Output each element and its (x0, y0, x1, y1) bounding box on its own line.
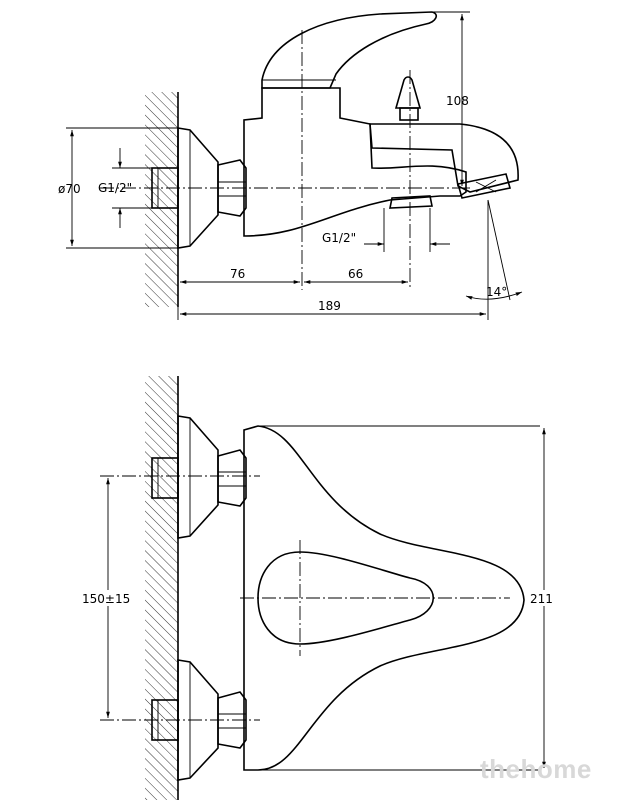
watermark-logo: thehome (480, 754, 592, 784)
diverter-knob (394, 76, 422, 109)
dim-189-label: 189 (318, 299, 341, 313)
mixer-body (243, 87, 467, 237)
dim-150-label: 150±15 (82, 592, 130, 606)
wall-hatch-bottom (145, 376, 178, 800)
dim-g-outlet-label: G1/2" (322, 231, 356, 245)
spout-aerator (456, 173, 512, 199)
body-plan-outline (243, 425, 525, 771)
diverter-stem (399, 107, 419, 121)
eccentric-nut (217, 159, 247, 217)
dim-211-label: 211 (530, 592, 553, 606)
dim-70-label: ø70 (58, 182, 81, 196)
dim-g-inlet-label: G1/2" (98, 181, 132, 195)
dim-108-label: 108 (446, 94, 469, 108)
wall-hatch-top (145, 92, 178, 307)
dim-angle-arc (465, 291, 523, 300)
upper-nut (217, 449, 247, 507)
side-view: 108 ø70 G1/2" G1/2" 76 66 189 14° (58, 11, 523, 320)
top-view: 150±15 211 (80, 376, 556, 800)
upper-escutcheon (177, 415, 219, 539)
dim-211-label-bg (528, 590, 556, 606)
aerator-x2 (475, 179, 497, 193)
aerator-x1 (475, 181, 497, 193)
spout (369, 123, 519, 193)
dim-66-label: 66 (348, 267, 363, 281)
angle-ref-line (487, 199, 511, 301)
dim-150-label-bg (80, 590, 136, 606)
shower-outlet (389, 195, 433, 209)
dim-76-label: 76 (230, 267, 245, 281)
lower-nut (217, 691, 247, 749)
lever-handle (261, 11, 438, 89)
dim-angle-label: 14° (486, 285, 507, 299)
